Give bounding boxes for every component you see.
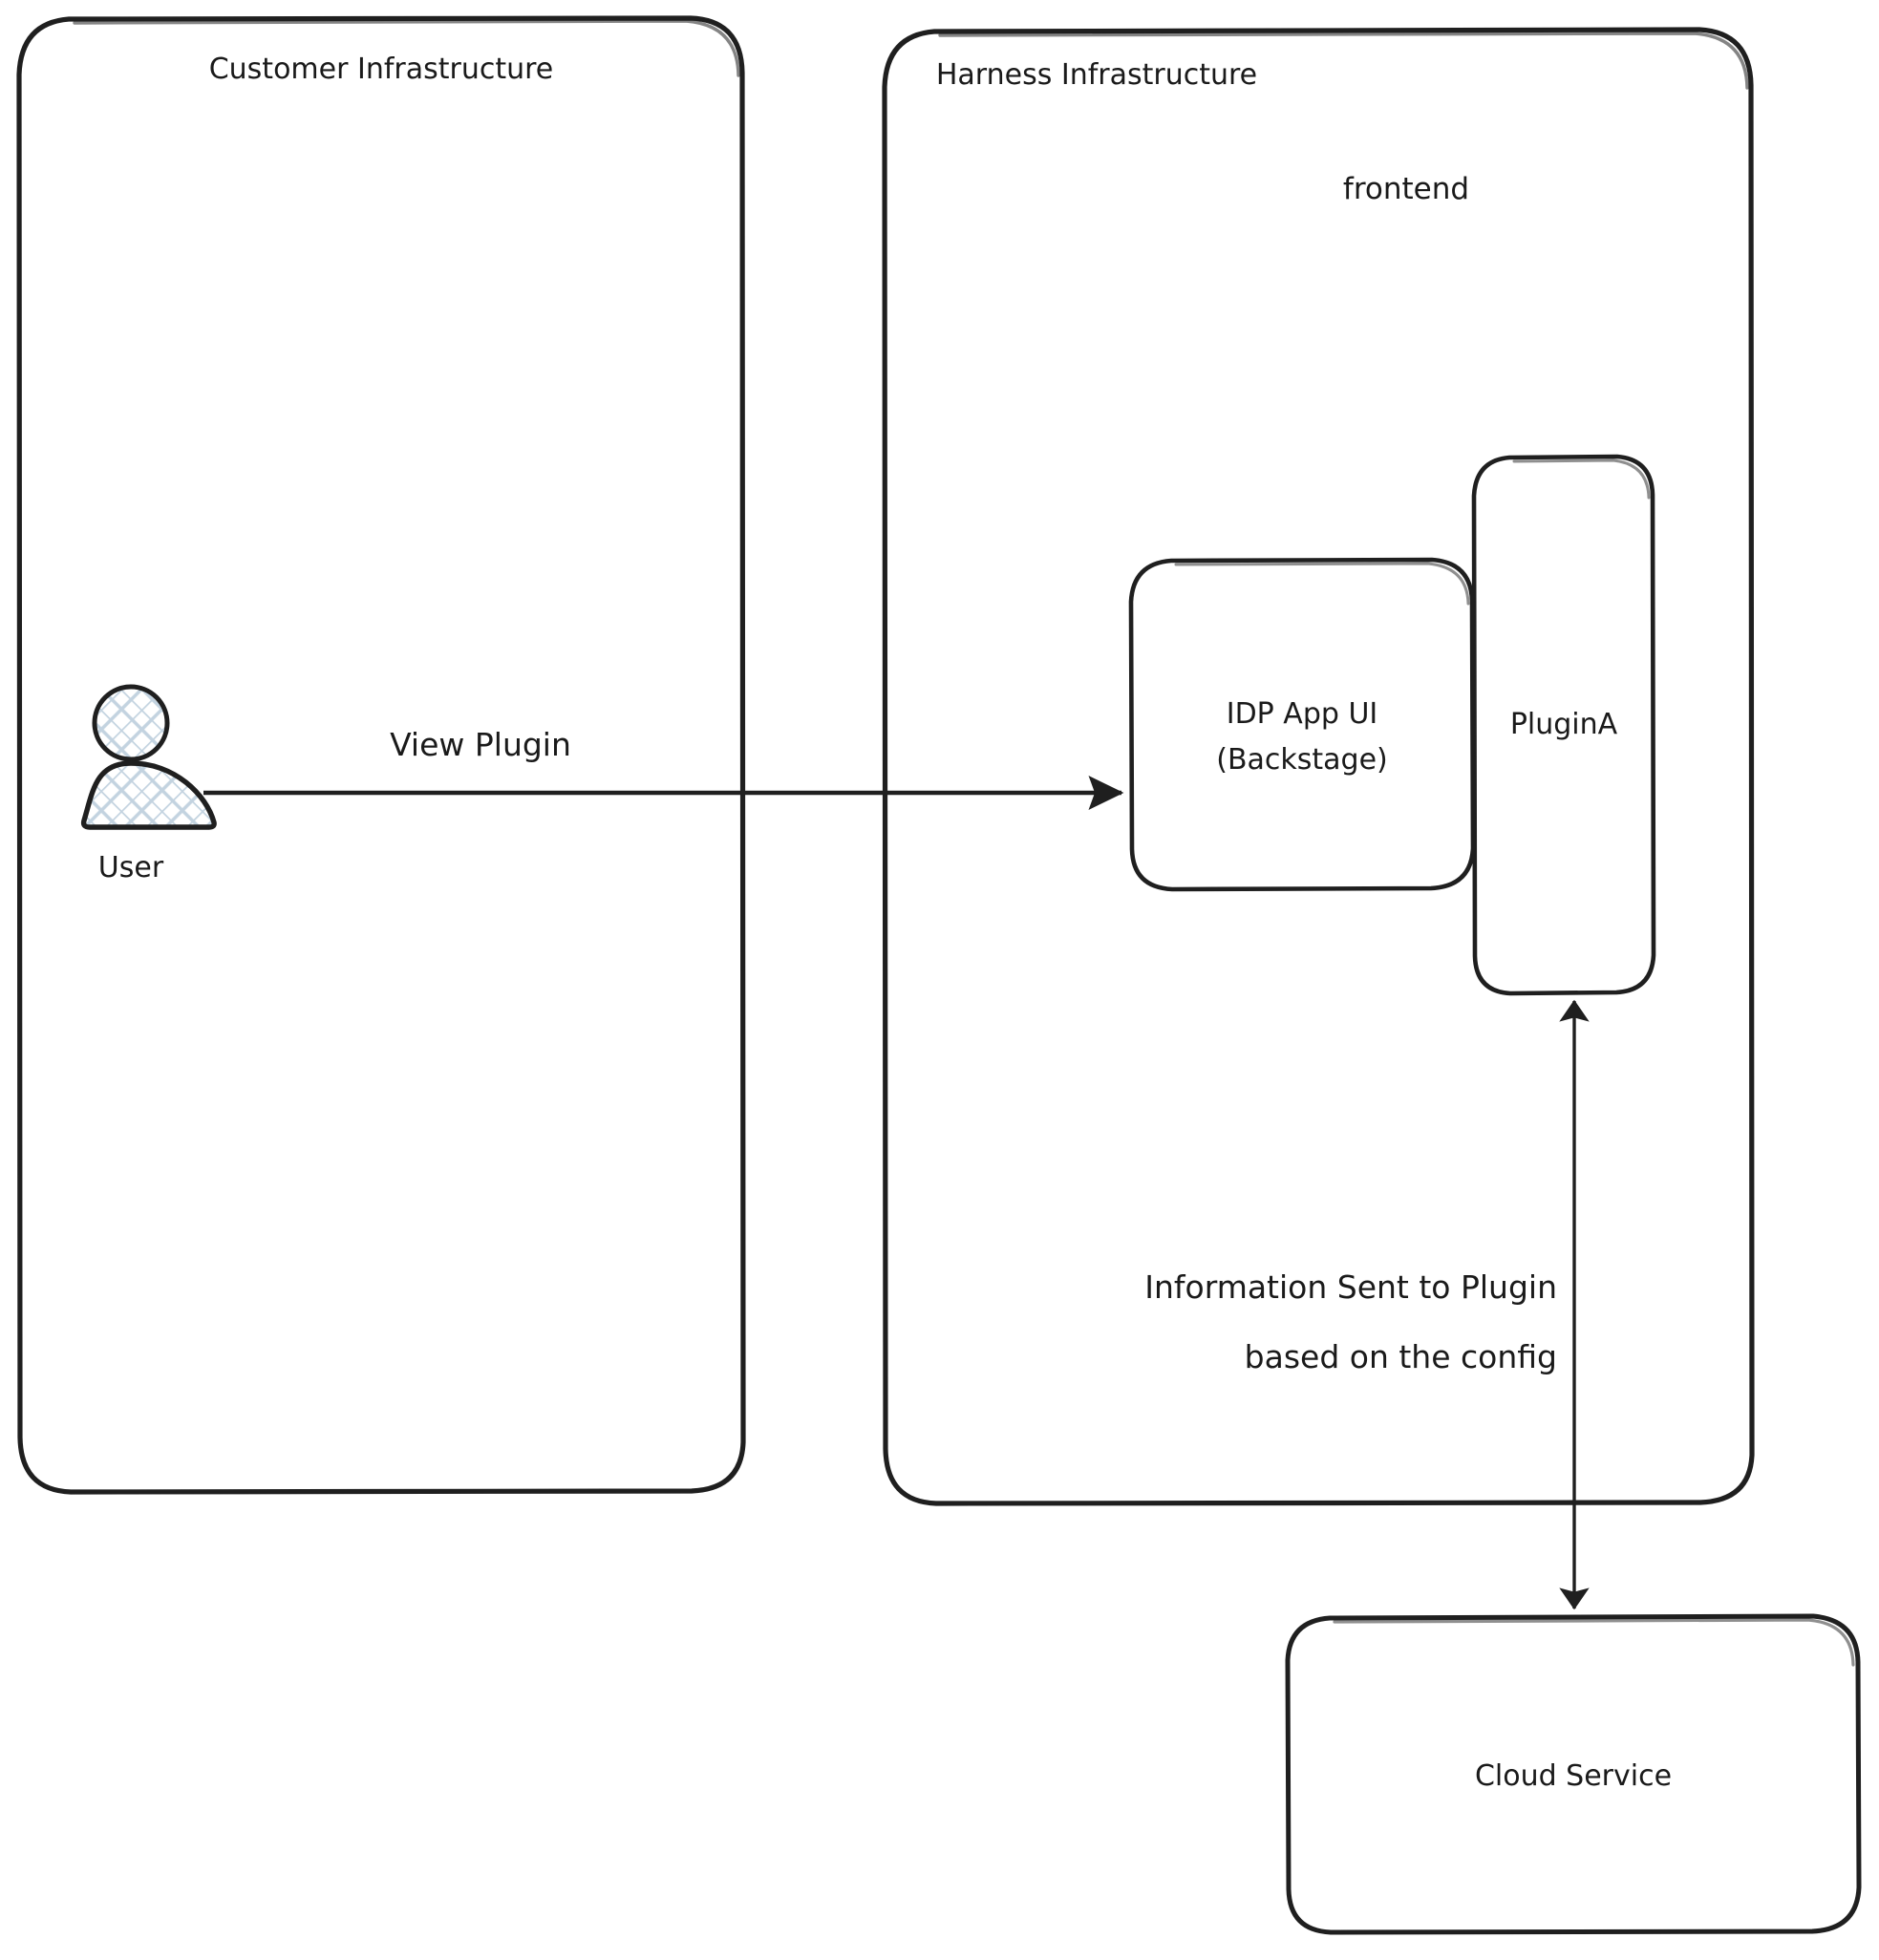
edge-plugin-to-cloud[interactable]: Information Sent to Plugin based on the … xyxy=(1144,999,1590,1610)
container-customer-infrastructure[interactable]: Customer Infrastructure xyxy=(16,15,746,1495)
node-plugin-a[interactable]: PluginA xyxy=(1471,454,1656,996)
container-harness-infrastructure[interactable]: Harness Infrastructure frontend xyxy=(882,27,1755,1506)
edge-user-to-idp[interactable]: View Plugin xyxy=(203,726,1124,810)
user-body-icon xyxy=(80,760,217,830)
node-plugin-a-label: PluginA xyxy=(1510,708,1618,741)
node-cloud-service-label: Cloud Service xyxy=(1475,1759,1672,1793)
node-user[interactable]: User xyxy=(80,684,219,884)
edge-plugin-to-cloud-label-line1: Information Sent to Plugin xyxy=(1144,1268,1557,1306)
edge-plugin-to-cloud-label-line2: based on the config xyxy=(1245,1338,1557,1375)
container-customer-infrastructure-label: Customer Infrastructure xyxy=(209,53,554,86)
node-idp-app-ui-label-line1: IDP App UI xyxy=(1227,697,1378,731)
group-frontend-label: frontend xyxy=(1343,172,1469,206)
edge-user-to-idp-label: View Plugin xyxy=(390,726,571,763)
node-cloud-service[interactable]: Cloud Service xyxy=(1285,1613,1862,1935)
user-head-icon xyxy=(92,684,170,762)
node-user-label: User xyxy=(98,851,164,884)
node-idp-app-ui-label-line2: (Backstage) xyxy=(1216,743,1388,777)
node-idp-app-ui[interactable]: IDP App UI (Backstage) xyxy=(1128,557,1476,892)
container-harness-infrastructure-label: Harness Infrastructure xyxy=(936,58,1257,92)
